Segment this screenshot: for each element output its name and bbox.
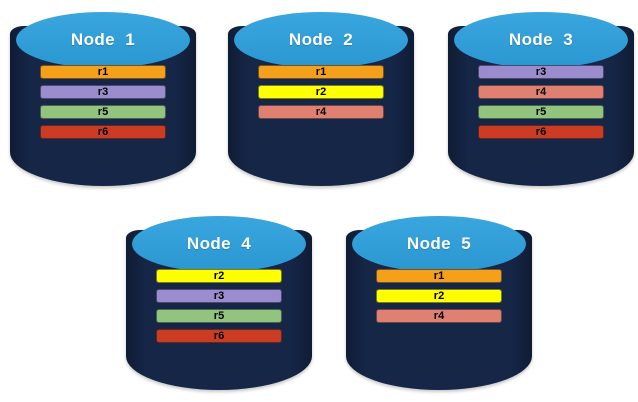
replica-bar[interactable]: r5 (40, 105, 166, 119)
node-label: Node 2 (288, 30, 354, 49)
replica-bar[interactable]: r5 (478, 105, 604, 119)
replica-list: r1 r2 r4 (346, 269, 532, 323)
node-cylinder[interactable]: Node 4 r2 r3 r5 r6 (126, 212, 312, 390)
replica-list: r3 r4 r5 r6 (448, 65, 634, 139)
replica-bar[interactable]: r4 (376, 309, 502, 323)
cylinder-top-disc (132, 216, 306, 272)
replica-bar[interactable]: r3 (40, 85, 166, 99)
replica-bar[interactable]: r3 (156, 289, 282, 303)
replica-bar[interactable]: r6 (40, 125, 166, 139)
replica-bar[interactable]: r1 (258, 65, 384, 79)
replica-bar[interactable]: r2 (156, 269, 282, 283)
node-cylinder[interactable]: Node 1 r1 r3 r5 r6 (10, 8, 196, 186)
replica-bar[interactable]: r2 (258, 85, 384, 99)
cylinder-top-disc (454, 12, 628, 68)
replica-bar[interactable]: r5 (156, 309, 282, 323)
node-label: Node 1 (70, 30, 136, 49)
node-cylinder[interactable]: Node 2 r1 r2 r4 (228, 8, 414, 186)
node-label: Node 3 (508, 30, 574, 49)
replica-bar[interactable]: r3 (478, 65, 604, 79)
replica-list: r1 r3 r5 r6 (10, 65, 196, 139)
cylinder-top-disc (16, 12, 190, 68)
replica-bar[interactable]: r6 (156, 329, 282, 343)
replica-bar[interactable]: r4 (478, 85, 604, 99)
replica-bar[interactable]: r2 (376, 289, 502, 303)
replica-bar[interactable]: r4 (258, 105, 384, 119)
replica-bar[interactable]: r1 (40, 65, 166, 79)
cylinder-top-disc (234, 12, 408, 68)
replica-bar[interactable]: r6 (478, 125, 604, 139)
replica-bar[interactable]: r1 (376, 269, 502, 283)
replica-list: r2 r3 r5 r6 (126, 269, 312, 343)
replica-list: r1 r2 r4 (228, 65, 414, 119)
node-label: Node 4 (186, 234, 252, 253)
node-cylinder[interactable]: Node 5 r1 r2 r4 (346, 212, 532, 390)
cylinder-top-disc (352, 216, 526, 272)
node-label: Node 5 (406, 234, 472, 253)
node-cylinder[interactable]: Node 3 r3 r4 r5 r6 (448, 8, 634, 186)
